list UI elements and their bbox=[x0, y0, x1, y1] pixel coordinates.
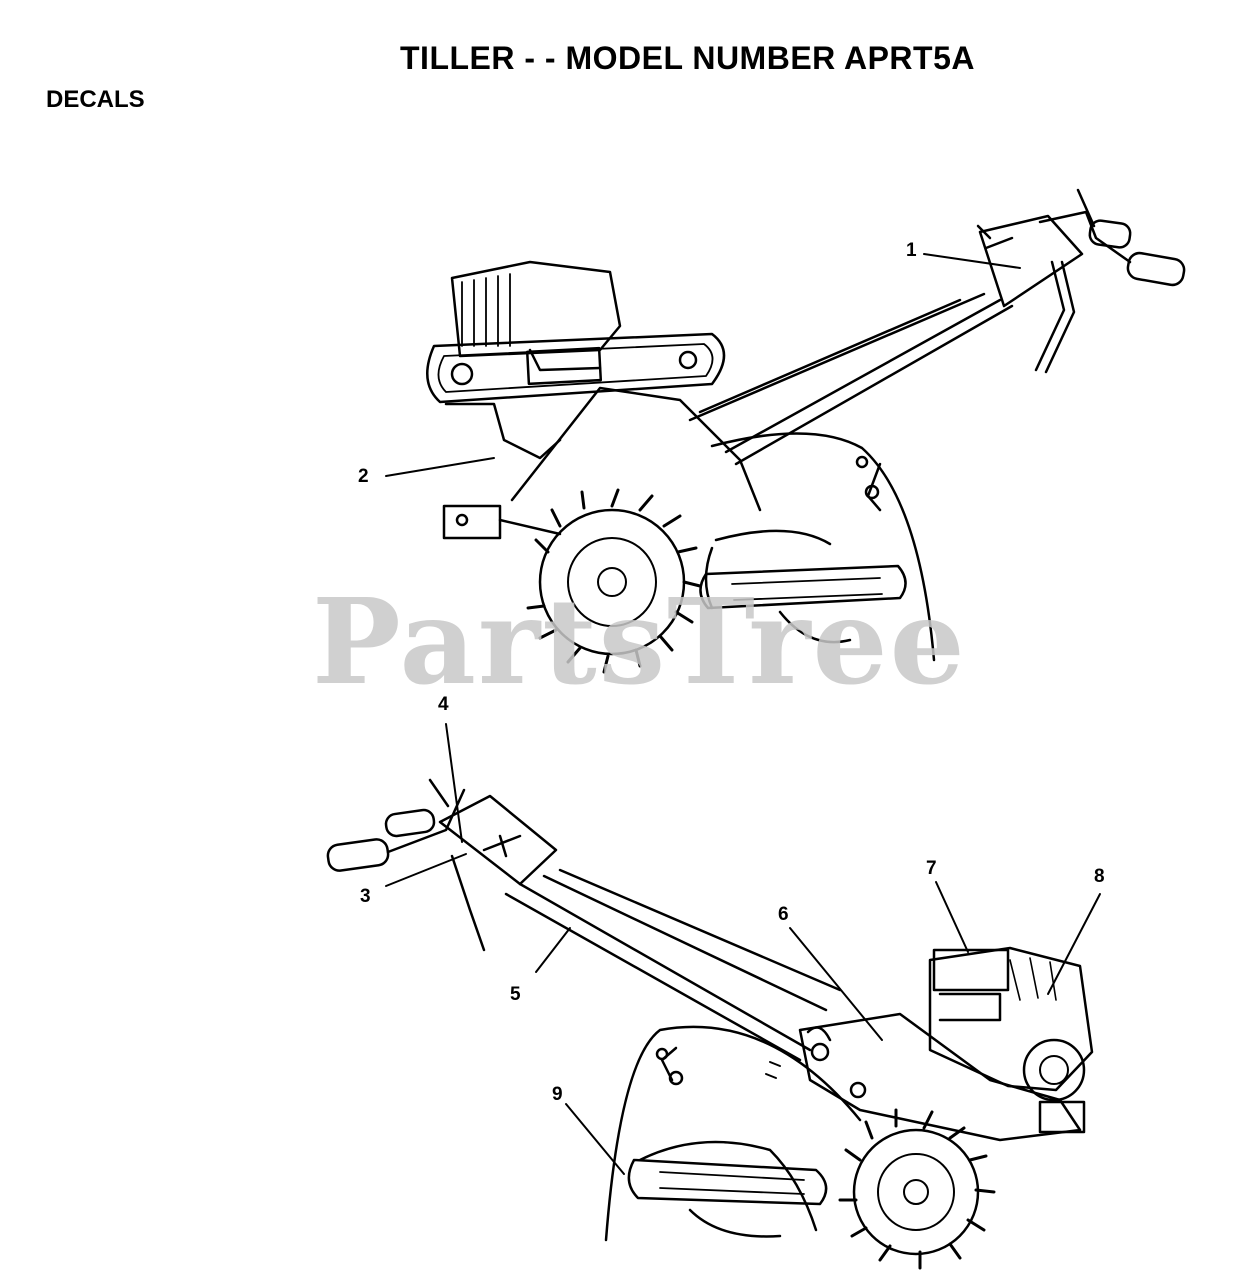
leader-line-1 bbox=[923, 253, 1021, 269]
callout-2: 2 bbox=[358, 466, 369, 487]
belt-cover-bottom bbox=[798, 1012, 1082, 1142]
handle-grip-lower bbox=[1126, 251, 1186, 287]
air-cleaner-bottom bbox=[932, 948, 1010, 992]
callout-8: 8 bbox=[1094, 866, 1105, 887]
tiller-bottom-view bbox=[326, 723, 1101, 1270]
callout-4: 4 bbox=[438, 694, 449, 715]
frame-bracket-top bbox=[442, 504, 502, 540]
skid-plate-top bbox=[699, 564, 907, 610]
handle-decal-panel-top bbox=[978, 214, 1084, 308]
tine-hood-top bbox=[710, 432, 936, 662]
skid-plate-bottom bbox=[627, 1158, 828, 1206]
engine-block-bottom bbox=[928, 946, 1094, 1092]
section-title: DECALS bbox=[46, 86, 145, 113]
leader-line-8 bbox=[1047, 893, 1101, 995]
leader-line-9 bbox=[565, 1103, 625, 1175]
callout-9: 9 bbox=[552, 1084, 563, 1105]
diagram-title: TILLER - - MODEL NUMBER APRT5A bbox=[400, 40, 975, 76]
leader-line-2 bbox=[385, 457, 495, 477]
handle-decal-panel-bottom bbox=[438, 794, 558, 886]
handle-grip-lower-b bbox=[326, 838, 390, 872]
leader-line-3 bbox=[385, 853, 467, 887]
frame-bracket-bottom bbox=[1038, 1100, 1086, 1134]
leader-line-6 bbox=[789, 927, 883, 1041]
callout-1: 1 bbox=[906, 240, 917, 261]
callout-3: 3 bbox=[360, 886, 371, 907]
leader-line-4 bbox=[445, 723, 463, 843]
leader-line-7 bbox=[935, 881, 969, 953]
belt-cover-top bbox=[426, 332, 726, 404]
watermark-text: PartsTree bbox=[312, 572, 967, 711]
handle-grip-upper-b bbox=[384, 808, 436, 838]
tiller-top-view bbox=[385, 188, 1186, 674]
tine-hood-bottom bbox=[604, 1025, 862, 1242]
wheel-bottom bbox=[852, 1128, 980, 1256]
callout-5: 5 bbox=[510, 984, 521, 1005]
leader-line-5 bbox=[535, 927, 571, 973]
callout-7: 7 bbox=[926, 858, 937, 879]
callout-6: 6 bbox=[778, 904, 789, 925]
recoil-starter bbox=[1022, 1038, 1086, 1102]
